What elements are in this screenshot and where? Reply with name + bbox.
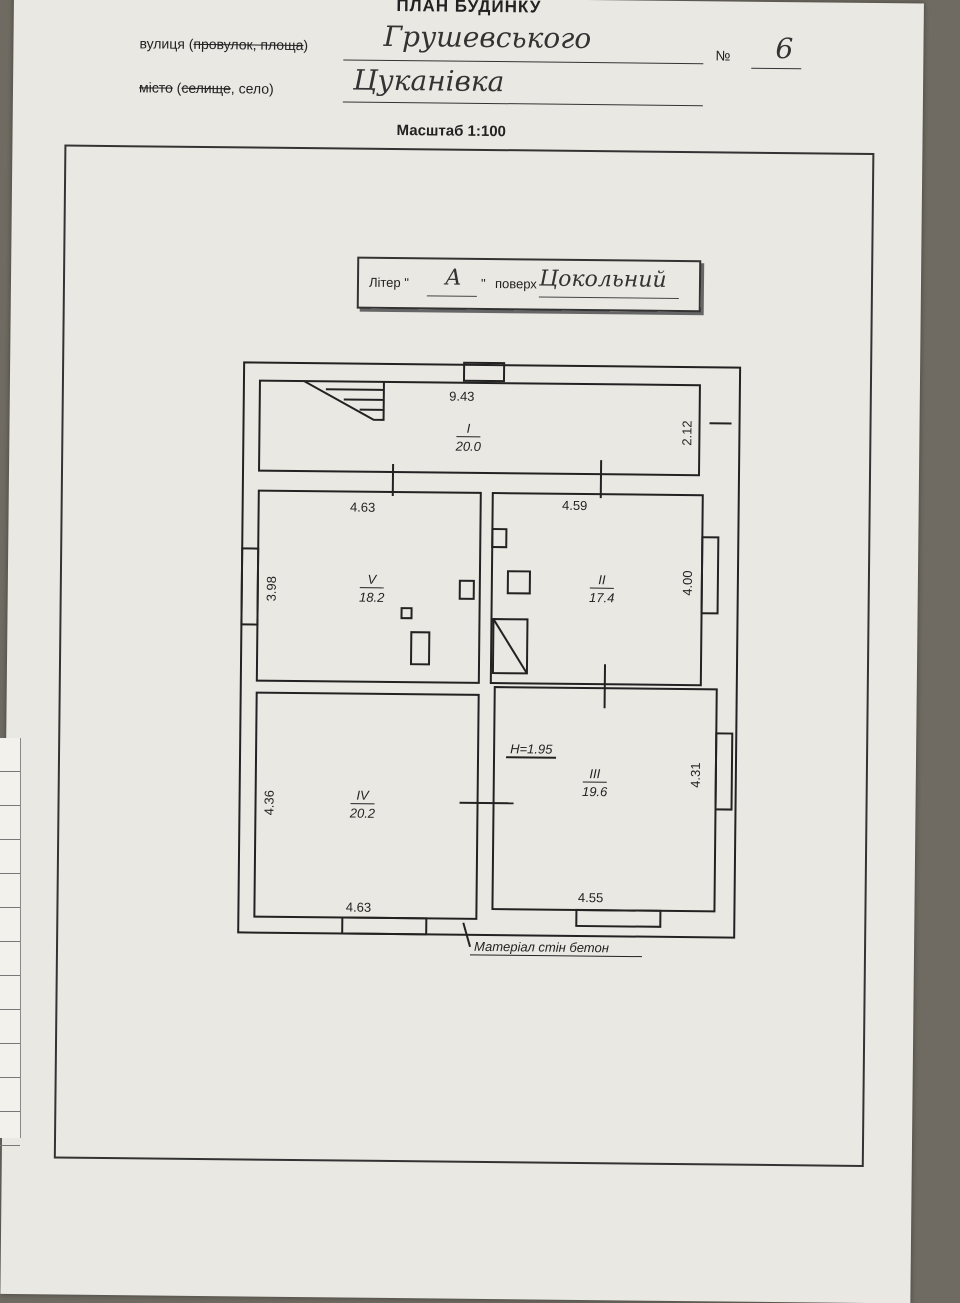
street-label: вулиця (провулок, площа): [139, 35, 308, 53]
window-left: [241, 548, 258, 624]
dim-room5-height: 3.98: [264, 576, 279, 601]
number-value: 6: [775, 32, 793, 65]
room-2-label: II: [598, 572, 606, 587]
dim-room3-height: 4.31: [688, 762, 703, 787]
room-2-outline: [491, 493, 703, 685]
room-1-outline: [259, 381, 700, 476]
city-underline: [343, 101, 703, 106]
dim-top-width: 9.43: [449, 389, 474, 404]
chimney: [401, 608, 411, 618]
dim-room5-width: 4.63: [350, 500, 375, 515]
room-1-area: 20.0: [455, 439, 482, 454]
room-1-label: I: [467, 421, 471, 436]
room-3-label: III: [589, 766, 600, 781]
dim-room4-width: 4.63: [346, 900, 371, 915]
dim-room2-height: 4.00: [680, 570, 695, 595]
room-5-area: 18.2: [359, 590, 385, 605]
height-underline: [506, 757, 556, 758]
cooker-icon: [508, 571, 530, 593]
page-title: ПЛАН БУДИНКУ: [14, 0, 924, 22]
floor-plan: I 20.0 II 17.4 III 19.6 IV 20.2 V 18.2 9…: [56, 147, 873, 1165]
room-4-label: IV: [356, 788, 370, 803]
window-bottom-right: [576, 910, 660, 927]
room-4-area: 20.2: [349, 806, 376, 821]
street-value: Грушевського: [383, 20, 591, 55]
window-bottom-left: [342, 917, 426, 934]
outer-wall: [238, 362, 740, 937]
room-2-area: 17.4: [589, 590, 614, 605]
dim-room2-width: 4.59: [562, 498, 587, 513]
material-note: Матеріал стін бетон: [474, 939, 609, 955]
sink-room5: [460, 581, 474, 599]
sink-room2: [492, 529, 506, 547]
city-value: Цуканівка: [353, 64, 505, 99]
window-right-upper: [702, 537, 719, 613]
stove-room5: [411, 632, 429, 664]
door-4-3: [460, 803, 514, 804]
window-right-lower: [715, 733, 732, 809]
plan-frame: Літер " А " поверх Цокольний: [54, 145, 875, 1167]
dim-room3-width: 4.55: [578, 890, 603, 905]
city-label: місто (селище, село): [139, 79, 274, 96]
height-note: H=1.95: [510, 741, 553, 756]
underlying-sheet-edge: [0, 738, 21, 1138]
dim-room4-height: 4.36: [261, 790, 276, 815]
dim-top-right: 2.12: [679, 420, 694, 445]
number-underline: [751, 68, 801, 70]
number-label: №: [715, 47, 730, 63]
scale-label: Масштаб 1:100: [397, 122, 507, 140]
room-3-area: 19.6: [582, 784, 608, 799]
document-page: ПЛАН БУДИНКУ вулиця (провулок, площа) Гр…: [0, 0, 924, 1303]
room-5-label: V: [367, 572, 377, 587]
